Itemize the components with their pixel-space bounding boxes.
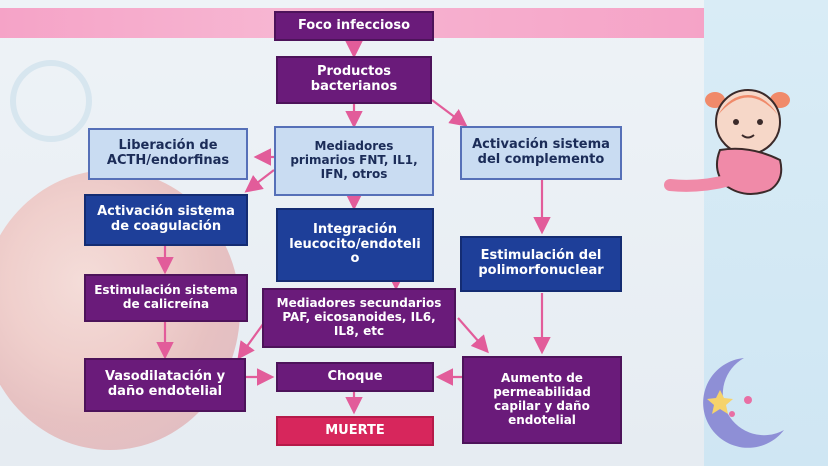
arrow-productos-complemento (431, 99, 468, 127)
node-estimulacion-calicreina: Estimulación sistema de calicreína (84, 274, 248, 322)
node-muerte: MUERTE (276, 416, 434, 446)
baby-girl-icon (664, 89, 790, 195)
node-integracion-leucocito: Integración leucocito/endoteli o (276, 208, 434, 282)
node-choque: Choque (276, 362, 434, 392)
moon-icon (703, 358, 784, 448)
node-productos-bacterianos: Productos bacterianos (276, 56, 432, 104)
node-activacion-coagulacion: Activación sistema de coagulación (84, 194, 248, 246)
arrow-primarios-coagulacion (244, 169, 275, 193)
arrow-secundarios-aumento (457, 317, 489, 354)
node-foco-infeccioso: Foco infeccioso (274, 11, 434, 41)
node-liberacion-acth: Liberación de ACTH/endorfinas (88, 128, 248, 180)
decorative-ring (10, 60, 92, 142)
node-aumento-permeabilidad: Aumento de permeabilidad capilar y daño … (462, 356, 622, 444)
node-mediadores-primarios: Mediadores primarios FNT, IL1, IFN, otro… (274, 126, 434, 196)
node-estimulacion-polimorfonuclear: Estimulación del polimorfonuclear (460, 236, 622, 292)
node-vasodilatacion: Vasodilatación y daño endotelial (84, 358, 246, 412)
right-light-column (704, 0, 828, 466)
arrow-secundarios-vasodilatacion (237, 319, 267, 360)
node-activacion-complemento: Activación sistema del complemento (460, 126, 622, 180)
star-icon (707, 390, 733, 414)
node-mediadores-secundarios: Mediadores secundarios PAF, eicosanoides… (262, 288, 456, 348)
